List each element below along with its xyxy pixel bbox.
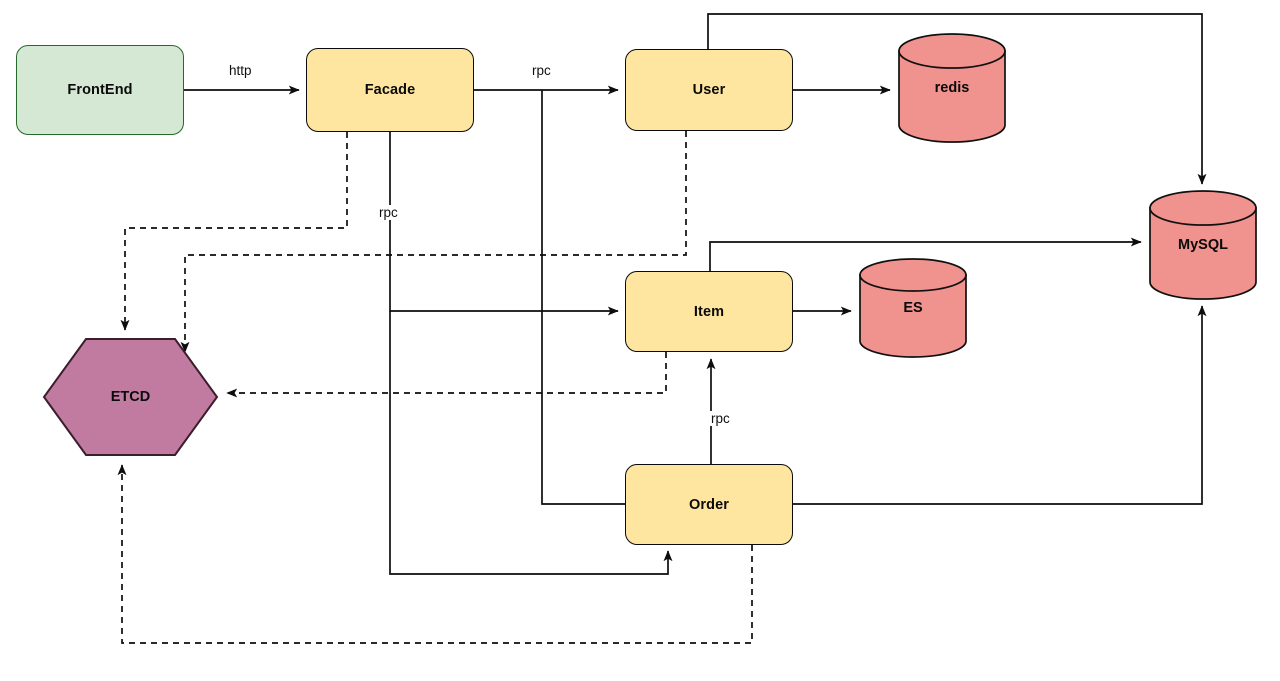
cylinder-shape-mysql [1149, 190, 1257, 300]
node-item-label: Item [693, 303, 725, 320]
cylinder-shape-es [859, 258, 967, 358]
edge-facade-to-etcd [120, 132, 348, 331]
edge-label-rpc-facade-item: rpc [376, 205, 401, 220]
edge-label-rpc-order-item: rpc [708, 411, 733, 426]
node-frontend[interactable]: FrontEnd [16, 45, 184, 135]
edge-facade-to-order [389, 311, 673, 575]
edge-user-to-etcd [180, 131, 687, 353]
node-user-label: User [692, 82, 726, 98]
node-es-label: ES [903, 300, 923, 316]
edge-facade-to-item [389, 132, 619, 316]
edge-user-to-mysql [707, 13, 1207, 185]
node-order[interactable]: Order [625, 464, 793, 545]
edge-label-http: http [226, 63, 255, 78]
node-item[interactable]: Item [625, 271, 793, 352]
edge-label-rpc-facade-user: rpc [529, 63, 554, 78]
node-es[interactable]: ES [858, 258, 968, 358]
node-facade[interactable]: Facade [306, 48, 474, 132]
edge-order-to-etcd [117, 464, 753, 644]
hexagon-shape-etcd [42, 338, 219, 456]
edge-item-to-etcd [226, 352, 667, 398]
node-etcd-label: ETCD [110, 389, 151, 405]
edge-facade-trunk-to-order [541, 90, 625, 505]
node-facade-label: Facade [364, 82, 416, 98]
cylinder-shape-redis [898, 33, 1006, 143]
node-order-label: Order [689, 496, 729, 513]
edge-item-to-mysql [709, 237, 1142, 271]
node-mysql-label: MySQL [1178, 237, 1228, 253]
node-redis[interactable]: redis [897, 33, 1007, 143]
node-user[interactable]: User [625, 49, 793, 131]
node-redis-label: redis [934, 80, 970, 96]
node-mysql[interactable]: MySQL [1148, 190, 1258, 300]
node-frontend-label: FrontEnd [67, 82, 133, 98]
edge-order-to-mysql [793, 305, 1207, 505]
node-etcd[interactable]: ETCD [42, 337, 219, 457]
